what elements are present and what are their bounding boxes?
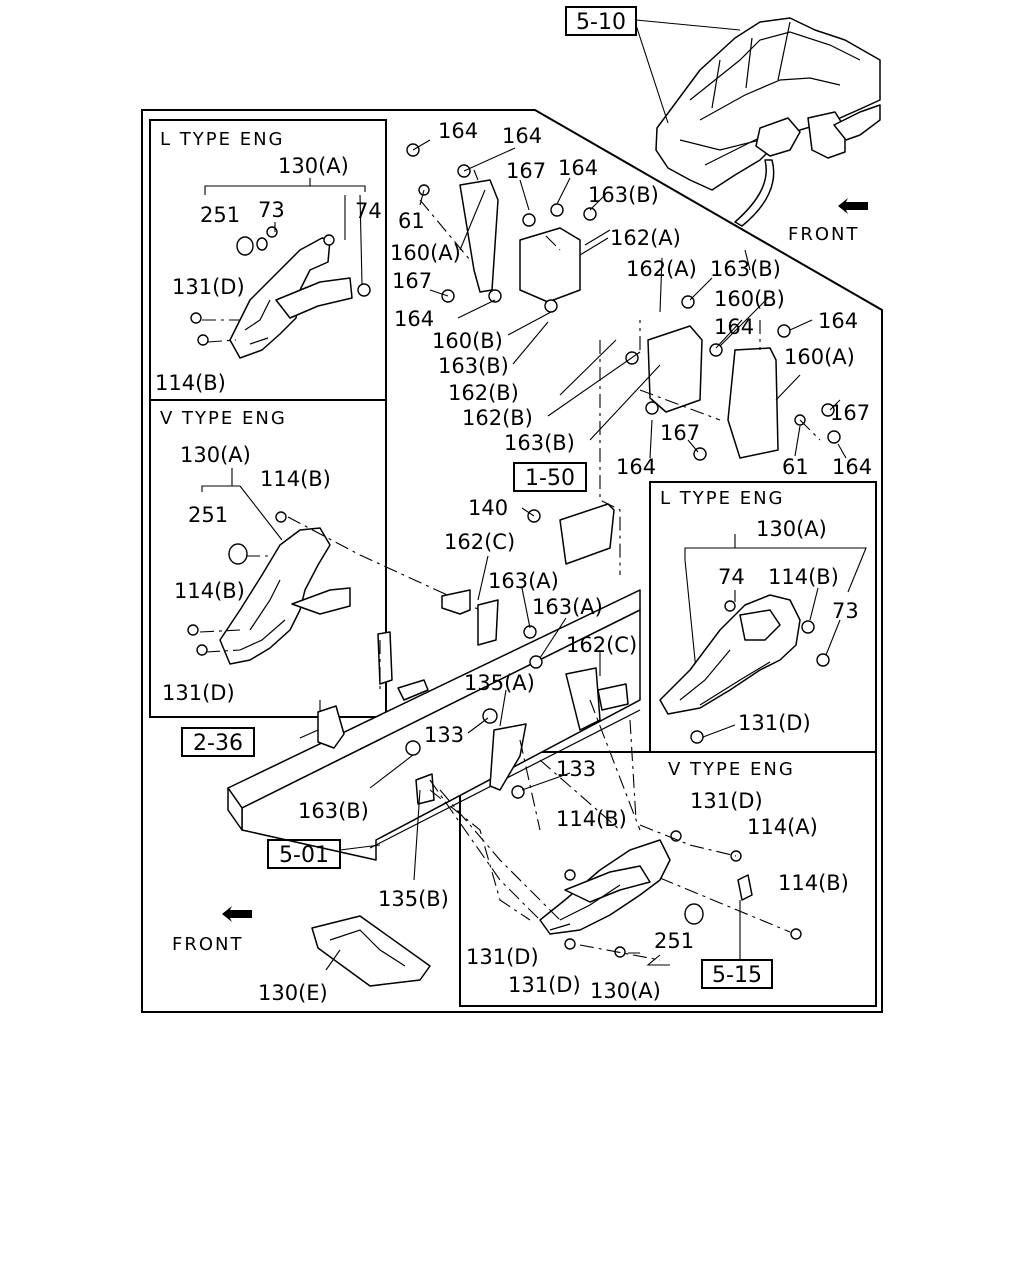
callout-162a-b: 162(A)	[626, 257, 697, 281]
callout-labels: 164 164 167 164 163(B) 61 162(A) 160(A) …	[258, 119, 872, 1005]
main-frame	[141, 109, 883, 1013]
callout-135a: 135(A)	[464, 671, 535, 695]
callout-164-e: 164	[714, 315, 754, 339]
callout-162b-a: 162(B)	[448, 381, 519, 405]
l2-130a: 130(A)	[756, 517, 827, 541]
callout-167-d: 167	[660, 421, 700, 445]
callout-61-a: 61	[398, 209, 425, 233]
section-label-bottom-right: V TYPE ENG	[668, 759, 795, 780]
callout-160b-b: 160(B)	[714, 287, 785, 311]
l1-130a: 130(A)	[278, 154, 349, 178]
callout-167-b: 167	[392, 269, 432, 293]
front-label-top: FRONT	[788, 224, 860, 245]
l1-131d: 131(D)	[172, 275, 245, 299]
ref-2-36[interactable]: 2-36	[181, 727, 255, 757]
l2-114b: 114(B)	[768, 565, 839, 589]
ref-5-01-label: 5-01	[279, 843, 329, 868]
callout-163b-b: 163(B)	[438, 354, 509, 378]
callout-164-b: 164	[502, 124, 542, 148]
section-label-mid-right: L TYPE ENG	[660, 488, 784, 509]
frame-rail	[227, 589, 641, 861]
callout-133-b: 133	[556, 757, 596, 781]
callout-130e: 130(E)	[258, 981, 328, 1005]
inset-v-type-eng-left: V TYPE ENG 130(A) 114(B) 251 114(B) 131(…	[149, 399, 481, 718]
ref-1-50-label: 1-50	[525, 466, 575, 491]
callout-164-c: 164	[558, 156, 598, 180]
v2-131d-c: 131(D)	[508, 973, 581, 997]
ref-2-36-label: 2-36	[193, 731, 243, 756]
v1-114b-b: 114(B)	[174, 579, 245, 603]
v2-131d-b: 131(D)	[466, 945, 539, 969]
v1-114b-a: 114(B)	[260, 467, 331, 491]
fasteners	[405, 143, 841, 799]
v1-131d: 131(D)	[162, 681, 235, 705]
vehicle-frame-overview	[655, 17, 881, 227]
v1-130a: 130(A)	[180, 443, 251, 467]
leader-lines	[299, 139, 847, 971]
inset-l-type-eng-top: L TYPE ENG 130(A) 251 73 74 131(D) 114(B…	[149, 119, 387, 401]
front-arrow-top-icon	[838, 198, 868, 214]
l1-73: 73	[258, 198, 285, 222]
callout-160b-a: 160(B)	[432, 329, 503, 353]
inset-v-type-eng-right: V TYPE ENG 131(D) 114(B) 114(A) 114(B) 2…	[459, 751, 877, 1007]
callout-164-h: 164	[832, 455, 872, 479]
callout-162b-b: 162(B)	[462, 406, 533, 430]
callout-163b-e: 163(B)	[298, 799, 369, 823]
callout-163a-b: 163(A)	[532, 595, 603, 619]
callout-163b-c: 163(B)	[504, 431, 575, 455]
v2-130a: 130(A)	[590, 979, 661, 1003]
callout-160a-a: 160(A)	[390, 241, 461, 265]
callout-163b-d: 163(B)	[710, 257, 781, 281]
callout-162c-a: 162(C)	[444, 530, 515, 554]
callout-135b: 135(B)	[378, 887, 449, 911]
ref-1-50[interactable]: 1-50	[513, 462, 587, 492]
l2-131d: 131(D)	[738, 711, 811, 735]
callout-163b-a: 163(B)	[588, 183, 659, 207]
callout-61-b: 61	[782, 455, 809, 479]
callout-162c-b: 162(C)	[566, 633, 637, 657]
callout-140: 140	[468, 496, 508, 520]
callout-133-a: 133	[424, 723, 464, 747]
ref-5-15-label: 5-15	[712, 963, 762, 988]
ref-5-10-label: 5-10	[576, 10, 626, 35]
l1-251: 251	[200, 203, 240, 227]
v2-251: 251	[654, 929, 694, 953]
callout-164-g: 164	[616, 455, 656, 479]
main-brackets	[311, 179, 779, 987]
v1-251: 251	[188, 503, 228, 527]
section-label-mid-left: V TYPE ENG	[160, 408, 287, 429]
v2-131d-a: 131(D)	[690, 789, 763, 813]
ref-5-10[interactable]: 5-10	[565, 6, 637, 36]
callout-167-a: 167	[506, 159, 546, 183]
callout-160a-b: 160(A)	[784, 345, 855, 369]
v2-114b-a: 114(B)	[556, 807, 627, 831]
callout-164-f: 164	[818, 309, 858, 333]
callout-162a-a: 162(A)	[610, 226, 681, 250]
ref-5-01[interactable]: 5-01	[267, 839, 341, 869]
callout-164-d: 164	[394, 307, 434, 331]
l1-74: 74	[355, 199, 382, 223]
v2-114b-b: 114(B)	[778, 871, 849, 895]
callout-167-c: 167	[830, 401, 870, 425]
ref-5-15[interactable]: 5-15	[701, 959, 773, 989]
front-arrow-bottom-icon	[222, 906, 252, 922]
callout-163a-a: 163(A)	[488, 569, 559, 593]
front-label-bottom: FRONT	[172, 934, 244, 955]
l2-73: 73	[832, 599, 859, 623]
section-label-top-left: L TYPE ENG	[160, 129, 284, 150]
l2-74: 74	[718, 565, 745, 589]
v2-114a: 114(A)	[747, 815, 818, 839]
callout-164-a: 164	[438, 119, 478, 143]
l1-114b: 114(B)	[155, 371, 226, 395]
inset-l-type-eng-right: L TYPE ENG 130(A) 74 114(B) 73 131(D)	[649, 481, 877, 753]
